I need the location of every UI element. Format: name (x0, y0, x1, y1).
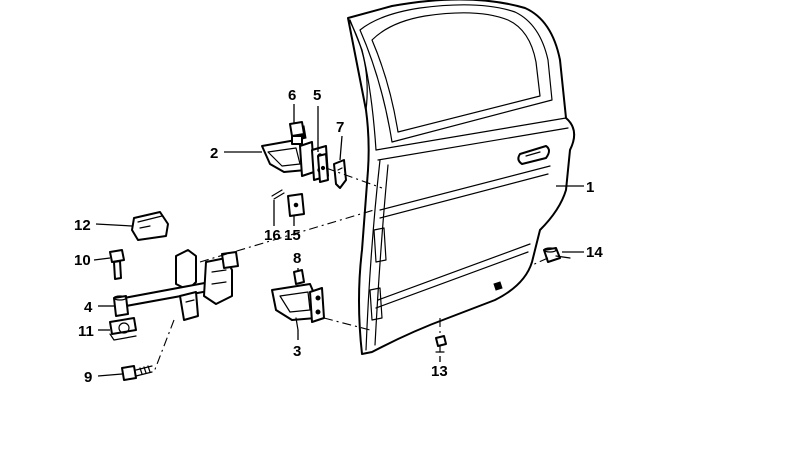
pin (271, 189, 285, 200)
callout-16: 16 (264, 227, 281, 244)
screw (109, 249, 125, 280)
bushing (113, 295, 129, 317)
nut (293, 269, 305, 285)
lower-hinge (271, 283, 325, 331)
bracket (333, 159, 347, 189)
rear-door-panel (347, 0, 576, 355)
bolt (289, 121, 305, 137)
callout-14: 14 (586, 244, 603, 261)
clip (109, 317, 137, 341)
fastener-clip (435, 335, 447, 353)
spacer-plate (287, 193, 305, 217)
hex-bolt (121, 365, 153, 381)
callout-3: 3 (293, 343, 301, 360)
callout-8: 8 (293, 250, 301, 267)
alignment-lines (153, 167, 549, 373)
door-check-strap (123, 249, 239, 321)
rubber-buffer (543, 247, 571, 263)
leader-lines (93, 104, 584, 377)
callout-12: 12 (74, 217, 91, 234)
buffer-block (131, 211, 169, 241)
callout-6: 6 (288, 87, 296, 104)
callout-15: 15 (284, 227, 301, 244)
callout-10: 10 (74, 252, 91, 269)
callout-7: 7 (336, 119, 344, 136)
callout-9: 9 (84, 369, 92, 386)
callout-2: 2 (210, 145, 218, 162)
callout-13: 13 (431, 363, 448, 380)
callout-1: 1 (586, 179, 594, 196)
callout-5: 5 (313, 87, 321, 104)
callout-11: 11 (78, 323, 94, 340)
callout-4: 4 (84, 299, 93, 316)
hinge-plate (317, 153, 329, 183)
